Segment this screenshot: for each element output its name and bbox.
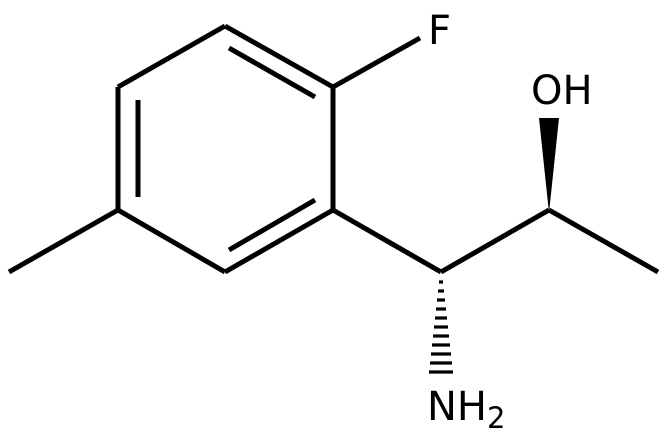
chain-bond xyxy=(439,207,551,275)
benzene-ring xyxy=(115,23,336,275)
ring-bond-lower-left xyxy=(116,207,227,275)
ring-to-stereocenter-bond xyxy=(331,207,443,275)
fluorine-bond xyxy=(331,35,422,90)
hash-bond-amine xyxy=(429,280,453,374)
methyl-bond-aryl xyxy=(7,207,120,275)
ring-double-bond-top xyxy=(227,45,317,100)
amine-label: NH2 xyxy=(427,384,505,435)
ring-bond-upper-left xyxy=(116,23,227,90)
methyl-bond-chain xyxy=(547,207,660,275)
wedge-bond-hydroxyl xyxy=(539,118,559,213)
ring-double-bond-lower-right xyxy=(227,197,317,253)
fluorine-label: F xyxy=(428,8,451,54)
ring-bond-lower-right xyxy=(223,207,335,275)
ring-bond-top xyxy=(223,23,335,90)
amine-label-subscript: 2 xyxy=(487,401,505,435)
amine-label-main: NH xyxy=(427,384,487,430)
hydroxyl-label: OH xyxy=(531,68,593,114)
